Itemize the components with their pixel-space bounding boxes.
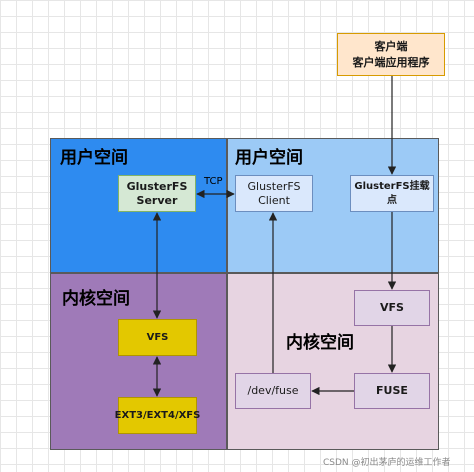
glusterfs-mount-point-node: GlusterFS挂载点	[350, 175, 434, 212]
client-application-node: 客户端 客户端应用程序	[337, 33, 445, 76]
vfs-node-right: VFS	[354, 290, 430, 326]
ext-filesystem-node: EXT3/EXT4/XFS	[115, 397, 200, 434]
gfs-server-label-line2: Server	[136, 193, 178, 207]
glusterfs-client-node: GlusterFS Client	[235, 175, 313, 212]
kernel-space-region-left	[50, 273, 227, 450]
fuse-node: FUSE	[354, 373, 430, 409]
user-space-title-right: 用户空间	[235, 148, 303, 168]
user-space-title-left: 用户空间	[60, 148, 128, 168]
kernel-space-title-right: 内核空间	[286, 333, 354, 353]
vfs-node-left: VFS	[118, 319, 197, 356]
dev-fuse-node: /dev/fuse	[235, 373, 311, 409]
tcp-edge-label: TCP	[204, 176, 223, 187]
client-app-label-line2: 客户端应用程序	[352, 55, 430, 69]
client-app-label-line1: 客户端	[374, 39, 408, 53]
gfs-client-label-line2: Client	[258, 193, 290, 207]
kernel-space-title-left: 内核空间	[62, 289, 130, 309]
gfs-server-label-line1: GlusterFS	[126, 179, 188, 193]
glusterfs-server-node: GlusterFS Server	[118, 175, 196, 212]
csdn-watermark: CSDN @初出茅庐的运维工作者	[323, 458, 451, 468]
gfs-client-label-line1: GlusterFS	[247, 179, 301, 193]
